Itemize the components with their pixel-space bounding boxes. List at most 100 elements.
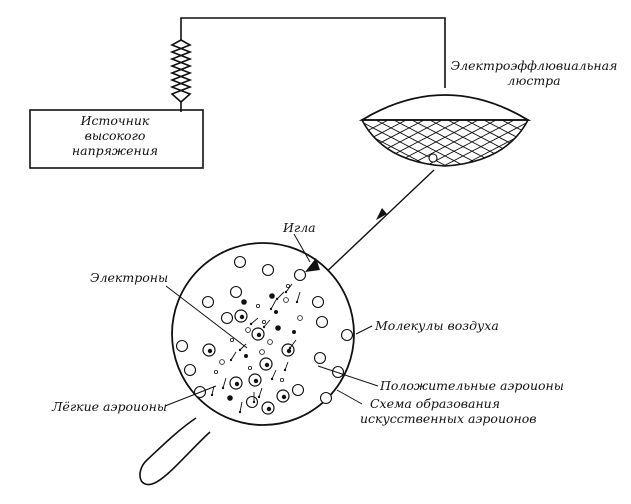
small-ion bbox=[261, 319, 266, 324]
electron-track bbox=[222, 377, 227, 389]
particles bbox=[175, 255, 354, 415]
air-molecule bbox=[175, 339, 189, 353]
air-molecule bbox=[340, 328, 354, 342]
air-molecule bbox=[261, 263, 275, 277]
air-molecule bbox=[319, 391, 333, 405]
air-molecule bbox=[315, 315, 329, 329]
electron-dot bbox=[288, 346, 292, 350]
small-ion bbox=[245, 327, 251, 333]
loupe-handle bbox=[139, 417, 211, 486]
label-source-line-3: напряжения bbox=[71, 143, 159, 158]
small-ion bbox=[229, 337, 234, 342]
small-ion bbox=[255, 303, 260, 308]
label-chandelier-line-1: Электроэффлювиальная bbox=[450, 58, 618, 73]
leader-air-molecules bbox=[355, 325, 373, 335]
label-positive-ions: Положительные аэроионы bbox=[380, 378, 564, 393]
small-ion bbox=[219, 359, 225, 365]
electron-dot bbox=[249, 322, 253, 326]
leader-lines bbox=[164, 233, 379, 407]
insulator bbox=[169, 39, 193, 103]
label-electrons: Электроны bbox=[90, 270, 169, 285]
small-ion bbox=[291, 329, 296, 334]
label-source-line-1: Источник bbox=[80, 113, 150, 128]
scheme-loupe bbox=[139, 242, 355, 486]
leader-scheme bbox=[336, 389, 363, 405]
air-molecule bbox=[311, 295, 325, 309]
electron-track bbox=[270, 299, 277, 310]
electron-track bbox=[211, 385, 215, 396]
electron-dot bbox=[283, 368, 287, 372]
small-ion bbox=[279, 377, 284, 382]
positive-ion-core bbox=[253, 378, 259, 384]
electron-dot bbox=[238, 410, 242, 414]
label-needle: Игла bbox=[283, 220, 316, 235]
electron-dot bbox=[252, 400, 256, 404]
electron-track bbox=[276, 291, 285, 300]
electron-track bbox=[285, 283, 293, 293]
positive-ion-core bbox=[256, 332, 262, 338]
electron-track bbox=[271, 369, 277, 380]
electron-track bbox=[250, 317, 259, 325]
electron-track bbox=[263, 319, 271, 328]
positive-ion-core bbox=[207, 348, 213, 354]
electron-track bbox=[239, 401, 243, 413]
label-scheme-line-1: Схема образования bbox=[369, 396, 501, 411]
electron-track bbox=[258, 387, 263, 398]
small-ion bbox=[241, 299, 247, 305]
small-ion bbox=[297, 315, 303, 321]
wire bbox=[180, 17, 446, 112]
small-ion bbox=[273, 309, 278, 314]
label-air-molecules: Молекулы воздуха bbox=[375, 318, 499, 333]
small-ion bbox=[227, 395, 233, 401]
electron-track bbox=[230, 351, 237, 361]
air-molecule bbox=[233, 255, 247, 269]
leader-electrons bbox=[165, 285, 248, 349]
chandelier bbox=[358, 94, 532, 167]
positive-ion-core bbox=[234, 381, 240, 387]
air-molecule bbox=[245, 395, 259, 409]
air-molecule bbox=[183, 363, 197, 377]
electron-dot bbox=[269, 307, 273, 311]
air-molecule bbox=[291, 383, 305, 397]
leader-positive-ions bbox=[317, 365, 379, 387]
flow-arrow-head bbox=[376, 208, 387, 220]
electron-dot bbox=[257, 395, 261, 399]
electron-dot bbox=[270, 377, 274, 381]
wire-top bbox=[180, 17, 446, 88]
air-molecule bbox=[220, 311, 234, 325]
chandelier-knob bbox=[428, 153, 438, 163]
positive-ion-core bbox=[239, 314, 245, 320]
air-molecule bbox=[293, 268, 307, 282]
small-ion bbox=[267, 339, 273, 345]
air-molecule bbox=[229, 285, 243, 299]
label-voltage-source: Источник высокого напряжения bbox=[60, 113, 170, 158]
label-chandelier-line-2: люстра bbox=[507, 73, 561, 88]
voltage-source-box bbox=[29, 109, 204, 169]
electron-dot bbox=[284, 290, 288, 294]
electron-dot bbox=[210, 393, 214, 397]
small-ion bbox=[243, 353, 248, 358]
label-scheme: Схема образования искусственных аэроионо… bbox=[360, 396, 537, 426]
electron-track bbox=[239, 343, 247, 351]
small-ion bbox=[259, 349, 265, 355]
small-ion bbox=[283, 297, 289, 303]
label-scheme-line-2: искусственных аэроионов bbox=[360, 411, 537, 426]
air-molecule bbox=[331, 365, 345, 379]
air-molecule bbox=[313, 351, 327, 365]
label-light-ions: Лёгкие аэроионы bbox=[52, 399, 168, 414]
small-ion bbox=[285, 283, 290, 288]
electron-track bbox=[284, 361, 289, 371]
positive-ion-core bbox=[286, 348, 292, 354]
electron-track bbox=[289, 339, 297, 349]
air-molecule bbox=[201, 295, 215, 309]
positive-ion-core bbox=[264, 362, 270, 368]
small-ion bbox=[269, 293, 275, 299]
electron-dot bbox=[295, 300, 299, 304]
label-chandelier: Электроэффлювиальная люстра bbox=[444, 58, 624, 88]
positive-ion-core bbox=[266, 406, 272, 412]
electron-dot bbox=[238, 348, 242, 352]
small-ion bbox=[213, 369, 218, 374]
label-source-line-2: высокого bbox=[84, 128, 146, 143]
electron-dot bbox=[262, 325, 266, 329]
